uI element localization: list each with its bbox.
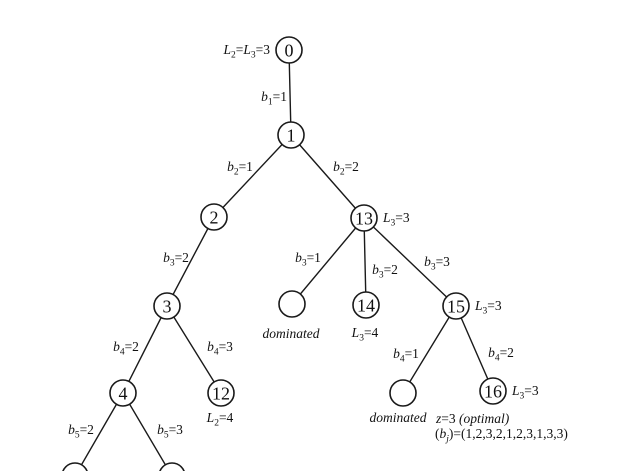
tree-edge-15-d2 (402, 305, 457, 394)
node-circle-d2 (389, 379, 417, 407)
node-number-1: 1 (287, 125, 296, 145)
root-bound-label: L2=L3=3 (222, 42, 270, 61)
solution-vector-label: (bj)=(1,2,3,2,1,2,3,1,3,3) (435, 426, 568, 445)
node-number-14: 14 (357, 295, 375, 315)
tree-edge-2-3 (166, 216, 215, 307)
tree-node-3: 3 (153, 292, 181, 320)
node-circle-14 (352, 291, 380, 319)
node-circle-3 (153, 292, 181, 320)
node12-bound-label: L2=4 (206, 410, 234, 429)
edge-label-b4-2-right: b4=2 (488, 345, 514, 364)
tree-edge-3-4 (122, 305, 168, 394)
tree-edge-13-d1 (291, 217, 365, 305)
tree-edge-1-13 (290, 134, 365, 219)
tree-node-0: 0 (275, 36, 303, 64)
tree-edge-15-16 (455, 305, 494, 392)
tree-node-15: 15 (442, 292, 470, 320)
node-number-12: 12 (212, 383, 230, 403)
tree-node-13: 13 (350, 204, 378, 232)
tree-node-u2 (159, 462, 185, 471)
dominated-label-2: dominated (370, 410, 427, 425)
node-number-2: 2 (210, 207, 219, 227)
node-circle-u1 (62, 462, 88, 471)
tree-node-12: 12 (207, 379, 235, 407)
node-circle-1 (277, 121, 305, 149)
edge-label-b1: b1=1 (261, 89, 287, 108)
edge-label-b3-1: b3=1 (295, 250, 321, 269)
tree-node-d1 (278, 290, 306, 318)
tree-edge-1-2 (213, 134, 292, 218)
edge-label-b5-2: b5=2 (68, 422, 94, 441)
tree-node-4: 4 (109, 379, 137, 407)
tree-edge-3-12 (166, 305, 222, 394)
node-circle-2 (200, 203, 228, 231)
edge-label-b4-2-left: b4=2 (113, 339, 139, 358)
edge-label-b2-2: b2=2 (333, 159, 359, 178)
node-number-3: 3 (163, 296, 172, 316)
tree-node-1: 1 (277, 121, 305, 149)
optimal-label: z=3 (optimal) (435, 411, 510, 426)
node16-bound-label: L3=3 (511, 383, 539, 402)
tree-node-d2 (389, 379, 417, 407)
node-circle-13 (350, 204, 378, 232)
node14-bound-label: L3=4 (351, 325, 379, 344)
node-number-16: 16 (484, 381, 502, 401)
node-circle-15 (442, 292, 470, 320)
tree-edge-13-14 (363, 217, 367, 306)
edge-label-b4-1: b4=1 (393, 346, 419, 365)
node-number-15: 15 (447, 296, 465, 316)
tree-node-u1 (62, 462, 88, 471)
node-circle-16 (479, 377, 507, 405)
node-number-0: 0 (285, 40, 294, 60)
edge-label-b5-3: b5=3 (157, 422, 183, 441)
node-circle-12 (207, 379, 235, 407)
node15-bound-label: L3=3 (474, 298, 502, 317)
tree-node-16: 16 (479, 377, 507, 405)
tree-edge-0-1 (288, 49, 292, 136)
edge-label-b3-2-mid: b3=2 (372, 262, 398, 281)
edge-label-b3-2-left: b3=2 (163, 250, 189, 269)
node-number-13: 13 (355, 208, 373, 228)
tree-edge-4-u1 (77, 392, 124, 471)
tree-edge-4-u2 (122, 392, 170, 471)
edge-label-b2-1: b2=1 (227, 159, 253, 178)
edge-label-b3-3: b3=3 (424, 254, 450, 273)
node13-bound-label: L3=3 (382, 210, 410, 229)
dominated-label-1: dominated (263, 326, 320, 341)
tree-edge-13-15 (363, 217, 457, 307)
tree-node-2: 2 (200, 203, 228, 231)
node-circle-d1 (278, 290, 306, 318)
node-circle-u2 (159, 462, 185, 471)
node-number-4: 4 (119, 383, 128, 403)
tree-node-14: 14 (352, 291, 380, 319)
node-circle-4 (109, 379, 137, 407)
edge-label-b4-3: b4=3 (207, 339, 233, 358)
node-circle-0 (275, 36, 303, 64)
